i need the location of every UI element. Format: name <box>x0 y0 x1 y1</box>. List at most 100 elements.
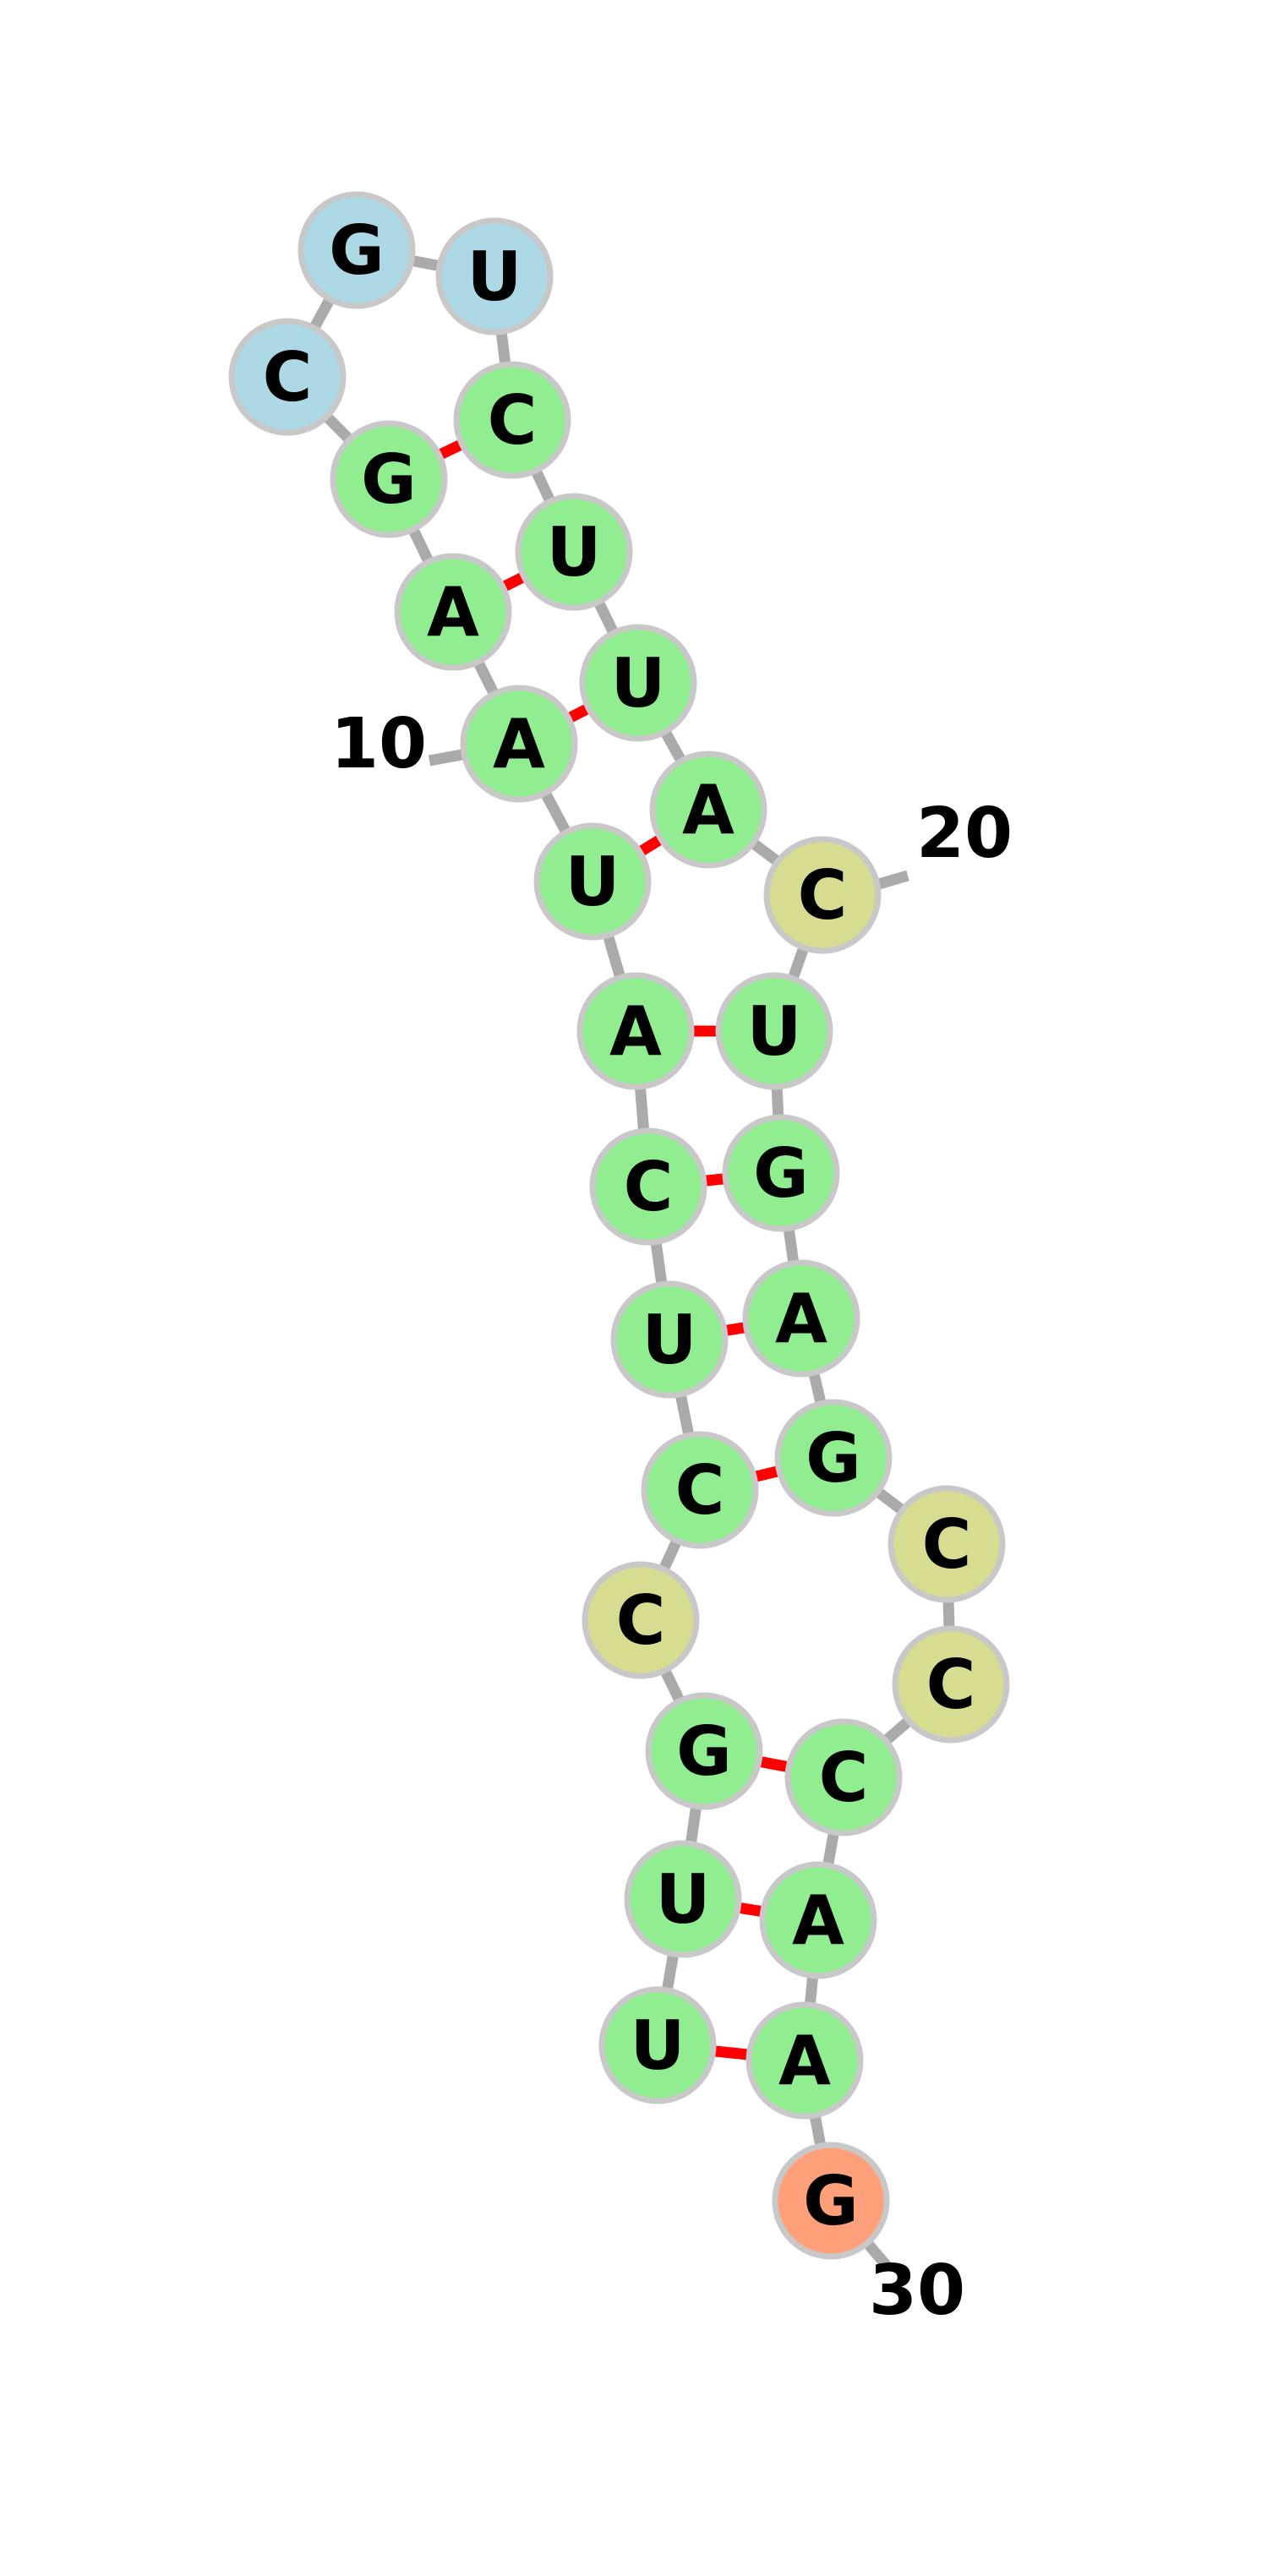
nucleotide-11: A <box>394 553 512 671</box>
position-label-20: 20 <box>916 794 1013 874</box>
nucleotide-letter: U <box>467 237 522 316</box>
nucleotide-letter: U <box>565 843 620 921</box>
nucleotide-24: G <box>774 1399 893 1517</box>
nucleotide-letter: C <box>798 856 848 935</box>
nucleotide-26: C <box>892 1625 1010 1744</box>
nucleotide-letter: A <box>609 992 662 1071</box>
nucleotide-letter: U <box>747 992 802 1071</box>
nucleotide-letter: G <box>803 2162 859 2240</box>
position-label-30: 30 <box>869 2251 965 2331</box>
nucleotide-circle <box>576 972 695 1090</box>
nucleotide-circle <box>746 2001 864 2120</box>
nucleotide-letter: U <box>611 644 666 723</box>
nucleotide-circle <box>589 1127 707 1246</box>
position-tick <box>428 748 468 767</box>
nucleotide-letter: A <box>427 573 479 652</box>
nucleotide-circle <box>784 1718 903 1836</box>
nucleotide-circle <box>453 361 571 479</box>
nucleotide-13: C <box>228 318 347 436</box>
nucleotide-circle <box>228 318 347 436</box>
nucleotide-2: U <box>624 1840 742 1958</box>
nucleotide-circle <box>772 2142 890 2260</box>
nucleotide-letter: A <box>792 1881 844 1960</box>
nucleotide-9: U <box>533 822 652 941</box>
nucleotide-letter: A <box>493 705 545 783</box>
nucleotide-16: C <box>453 361 571 479</box>
nucleotide-letter: U <box>642 1301 697 1379</box>
nucleotide-30: G <box>772 2142 890 2260</box>
position-tick <box>877 870 909 890</box>
nucleotide-27: C <box>784 1718 903 1836</box>
nucleotide-circle <box>722 1114 840 1232</box>
nucleotide-letter: U <box>631 2006 685 2085</box>
nucleotide-letter: A <box>775 1280 827 1358</box>
nucleotide-letter: C <box>926 1645 976 1724</box>
nucleotide-circle <box>330 420 448 538</box>
nucleotide-circle <box>759 1861 877 1979</box>
nucleotide-circle <box>435 217 554 336</box>
nucleotide-25: C <box>888 1485 1006 1603</box>
nucleotide-29: A <box>746 2001 864 2120</box>
nucleotide-circle <box>763 836 882 954</box>
nucleotide-circle <box>610 1280 729 1399</box>
nucleotide-letter: A <box>682 771 735 849</box>
nucleotide-5: C <box>641 1431 759 1549</box>
nucleotide-letter: C <box>675 1451 725 1530</box>
nucleotide-letter: C <box>819 1738 869 1817</box>
position-ticks <box>428 748 909 2271</box>
nucleotide-17: U <box>515 493 633 611</box>
nucleotide-letter: G <box>329 211 385 290</box>
nucleotide-circle <box>892 1625 1010 1744</box>
nucleotide-6: U <box>610 1280 729 1399</box>
nucleotide-letter: A <box>778 2022 831 2100</box>
nucleotide-circle <box>641 1431 759 1549</box>
nucleotide-circle <box>888 1485 1006 1603</box>
nucleotide-4: C <box>582 1561 700 1679</box>
nucleotide-1: U <box>598 1986 717 2104</box>
nucleotide-circle <box>533 822 652 941</box>
nucleotide-letter: G <box>361 440 417 519</box>
position-labels: 10 20 30 <box>330 704 1013 2331</box>
nucleotide-28: A <box>759 1861 877 1979</box>
nucleotide-letter: C <box>922 1505 972 1584</box>
nucleotide-15: U <box>435 217 554 336</box>
nucleotide-circle <box>394 553 512 671</box>
nucleotide-letter: G <box>676 1712 732 1791</box>
nucleotide-circle <box>579 624 697 742</box>
nucleotide-circle <box>598 1986 717 2104</box>
nucleotide-10: A <box>460 685 578 803</box>
nucleotide-20: C <box>763 836 882 954</box>
nucleotide-7: C <box>589 1127 707 1246</box>
nucleotide-8: A <box>576 972 695 1090</box>
nucleotide-circle <box>645 1692 763 1810</box>
nucleotide-12: G <box>330 420 448 538</box>
nucleotide-3: G <box>645 1692 763 1810</box>
nucleotide-circle <box>582 1561 700 1679</box>
nucleotide-letter: C <box>616 1581 666 1660</box>
nucleotide-23: A <box>742 1259 860 1378</box>
nucleotide-circle <box>515 493 633 611</box>
nucleotide-18: U <box>579 624 697 742</box>
nucleotide-letter: U <box>547 513 602 592</box>
nucleotide-14: G <box>298 191 416 309</box>
nucleotide-circle <box>715 972 833 1090</box>
nucleotide-21: U <box>715 972 833 1090</box>
position-tick <box>863 2239 892 2271</box>
nucleotide-circle <box>460 685 578 803</box>
position-label-10: 10 <box>330 704 427 784</box>
nucleotide-letter: G <box>753 1134 809 1213</box>
nucleotide-circle <box>298 191 416 309</box>
nucleotide-circle <box>624 1840 742 1958</box>
nucleotide-letter: G <box>806 1419 861 1498</box>
nucleotide-letter: C <box>263 338 313 417</box>
nucleotide-letter: U <box>656 1860 711 1939</box>
nucleotide-19: A <box>649 750 767 869</box>
nucleotide-22: G <box>722 1114 840 1232</box>
nucleotide-circle <box>649 750 767 869</box>
nucleotide-letter: C <box>488 381 538 460</box>
nucleotide-letter: C <box>624 1148 674 1226</box>
nucleotide-circle <box>774 1399 893 1517</box>
nucleotide-circle <box>742 1259 860 1378</box>
